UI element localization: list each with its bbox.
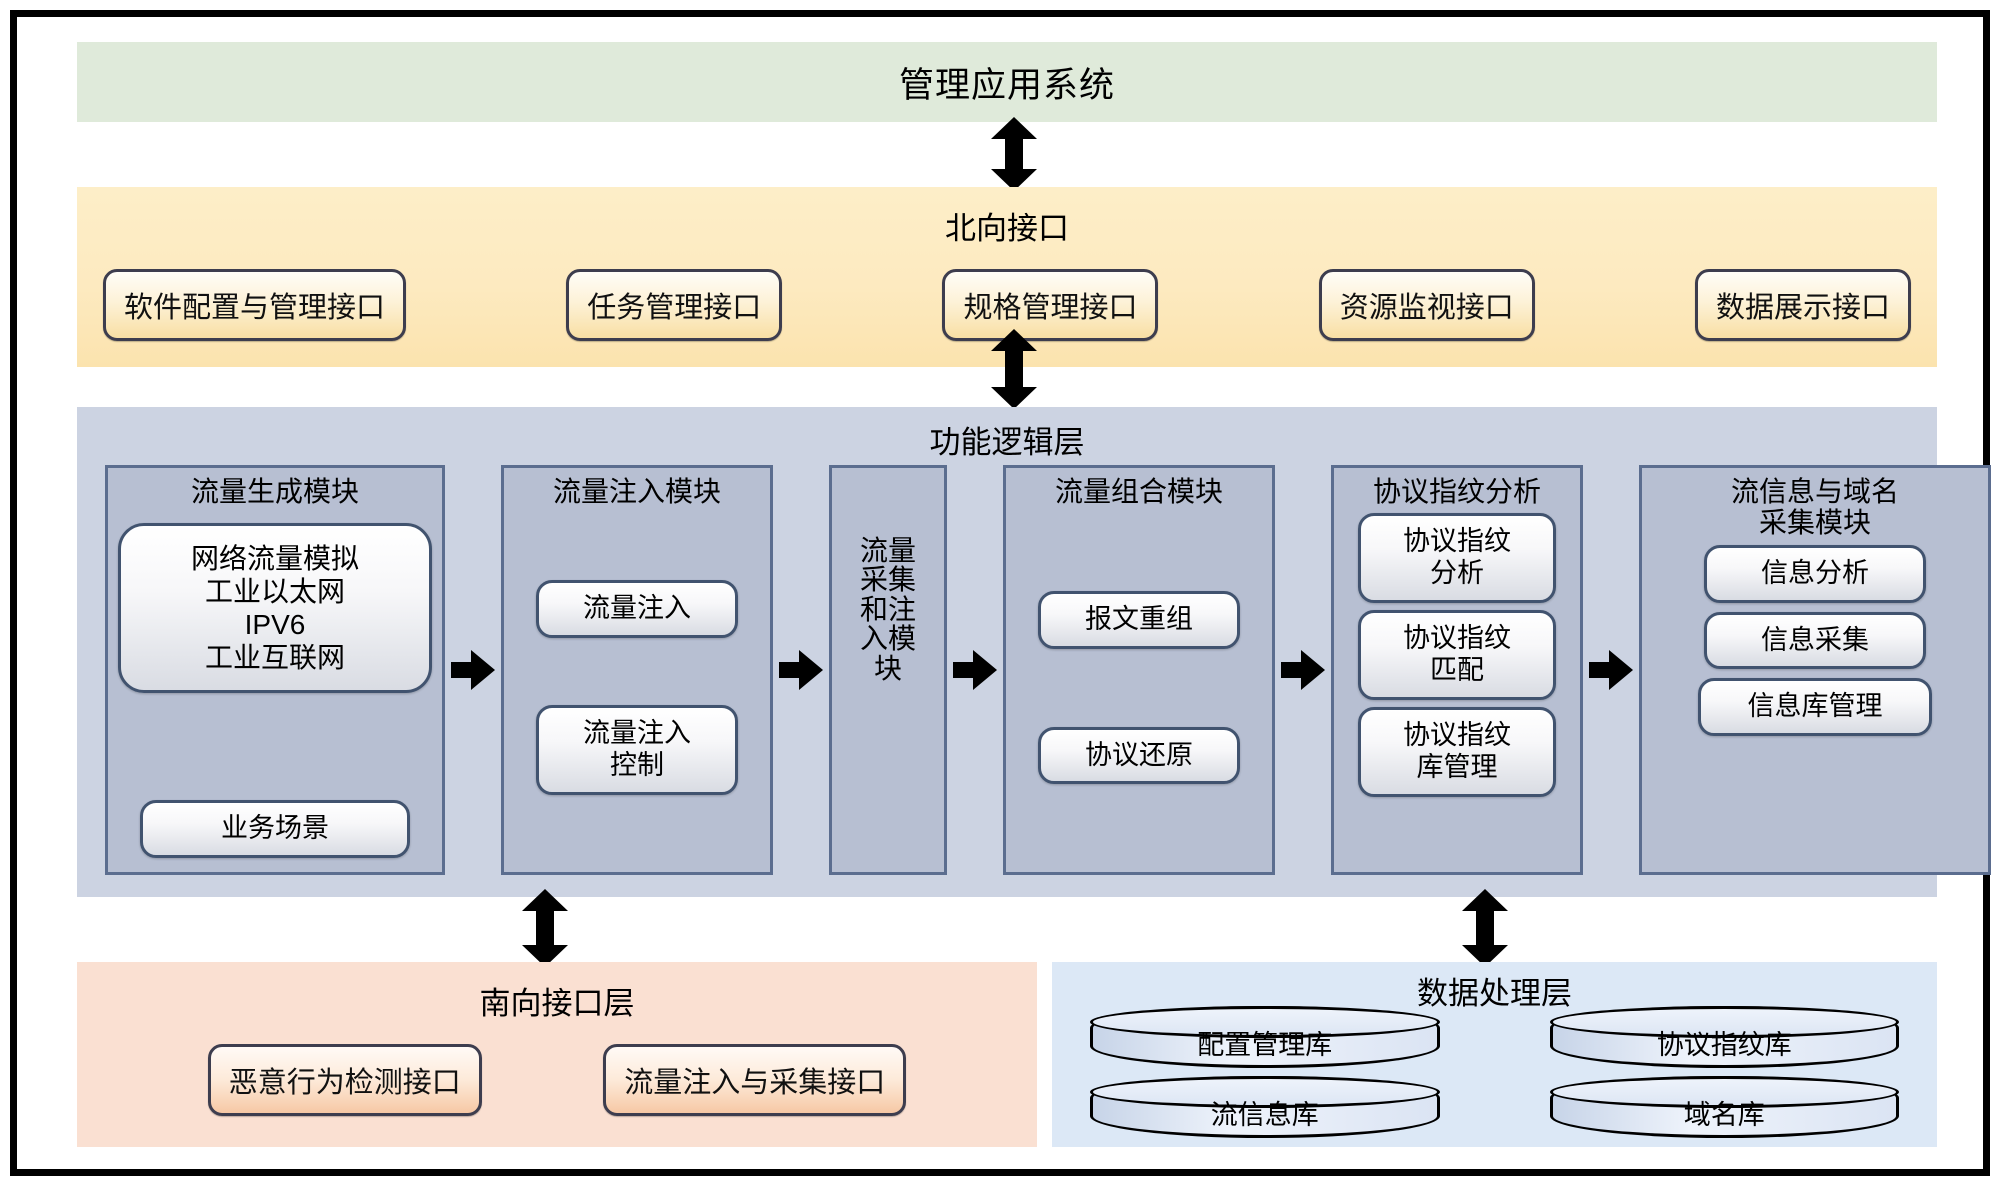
arrow-right-icon [1589, 650, 1633, 690]
module-item-information-collection[interactable]: 信息采集 [1704, 611, 1926, 670]
arrow-right-icon [779, 650, 823, 690]
management-application-title: 管理应用系统 [898, 65, 1115, 105]
management-application-band: 管理应用系统 [77, 42, 1937, 122]
data-processing-title: 数据处理层 [1417, 976, 1572, 1011]
module-title: 流量生成模块 [190, 476, 359, 507]
arrow-head-up-icon [991, 329, 1037, 351]
arrow-logic-southbound [522, 889, 568, 967]
southbound-interface-band: 南向接口层 恶意行为检测接口 流量注入与采集接口 [77, 962, 1037, 1147]
northbound-interface-software-config[interactable]: 软件配置与管理接口 [103, 269, 407, 341]
module-title: 流量 采集 和注 入模 块 [859, 535, 916, 684]
database-label: 配置管理库 [1197, 1029, 1333, 1060]
arrow-head-down-icon [991, 387, 1037, 409]
northbound-title: 北向接口 [945, 211, 1069, 246]
southbound-interface-list: 恶意行为检测接口 流量注入与采集接口 [147, 1044, 967, 1116]
arrow-head-down-icon [991, 169, 1037, 191]
database-label: 域名库 [1683, 1099, 1765, 1130]
module-title: 流量组合模块 [1054, 476, 1223, 507]
database-list: 配置管理库 协议指纹库 流信息库 域名库 [1090, 1006, 1899, 1138]
northbound-interface-resource-monitor[interactable]: 资源监视接口 [1318, 269, 1535, 341]
module-protocol-fingerprint-analysis[interactable]: 协议指纹分析 协议指纹 分析 协议指纹 匹配 协议指纹 库管理 [1331, 465, 1583, 875]
arrow-head-up-icon [522, 889, 568, 911]
arrow-shaft [1005, 347, 1023, 391]
arrow-head-up-icon [991, 117, 1037, 139]
southbound-interface-malicious-behavior-detection[interactable]: 恶意行为检测接口 [207, 1044, 482, 1116]
module-title: 流量注入模块 [552, 476, 721, 507]
arrow-shaft [1005, 135, 1023, 173]
database-config-management[interactable]: 配置管理库 [1090, 1006, 1440, 1068]
functional-logic-modules: 流量生成模块 网络流量模拟 工业以太网 IPV6 工业互联网 业务场景 流量注入… [105, 465, 1991, 875]
module-title: 协议指纹分析 [1372, 476, 1541, 507]
database-domain-name[interactable]: 域名库 [1549, 1076, 1899, 1138]
module-item-fingerprint-library-management[interactable]: 协议指纹 库管理 [1357, 706, 1557, 797]
arrow-shaft [1476, 907, 1494, 949]
module-item-fingerprint-matching[interactable]: 协议指纹 匹配 [1357, 610, 1557, 700]
data-processing-band: 数据处理层 配置管理库 协议指纹库 流信息库 域名库 [1052, 962, 1937, 1147]
diagram-frame: 管理应用系统 北向接口 软件配置与管理接口 任务管理接口 规格管理接口 资源监视… [10, 10, 1991, 1176]
module-traffic-generation[interactable]: 流量生成模块 网络流量模拟 工业以太网 IPV6 工业互联网 业务场景 [105, 465, 445, 875]
module-item-network-traffic-simulation[interactable]: 网络流量模拟 工业以太网 IPV6 工业互联网 [118, 523, 432, 694]
northbound-interface-data-display[interactable]: 数据展示接口 [1694, 269, 1911, 341]
module-item-information-library-management[interactable]: 信息库管理 [1697, 678, 1933, 737]
arrow-head-down-icon [1462, 945, 1508, 967]
arrow-head-up-icon [1462, 889, 1508, 911]
northbound-interface-list: 软件配置与管理接口 任务管理接口 规格管理接口 资源监视接口 数据展示接口 [103, 269, 1911, 341]
module-title: 流信息与域名 采集模块 [1730, 476, 1899, 539]
module-item-traffic-injection[interactable]: 流量注入 [536, 580, 738, 639]
module-item-protocol-restoration[interactable]: 协议还原 [1038, 726, 1240, 785]
module-item-fingerprint-analysis[interactable]: 协议指纹 分析 [1357, 513, 1557, 604]
module-traffic-composition[interactable]: 流量组合模块 报文重组 协议还原 [1003, 465, 1275, 875]
northbound-interface-task-management[interactable]: 任务管理接口 [566, 269, 783, 341]
database-label: 协议指纹库 [1656, 1029, 1792, 1060]
database-protocol-fingerprint[interactable]: 协议指纹库 [1549, 1006, 1899, 1068]
functional-logic-title: 功能逻辑层 [929, 425, 1085, 460]
arrow-right-icon [1281, 650, 1325, 690]
arrow-logic-data-processing [1462, 889, 1508, 967]
module-item-traffic-injection-control[interactable]: 流量注入 控制 [536, 705, 738, 795]
southbound-interface-traffic-injection-collection[interactable]: 流量注入与采集接口 [603, 1044, 907, 1116]
arrow-shaft [536, 907, 554, 949]
arrow-northbound-logic [991, 329, 1037, 409]
arrow-right-icon [451, 650, 495, 690]
module-item-packet-reassembly[interactable]: 报文重组 [1038, 591, 1240, 649]
module-traffic-injection[interactable]: 流量注入模块 流量注入 流量注入 控制 [501, 465, 773, 875]
module-item-information-analysis[interactable]: 信息分析 [1704, 544, 1926, 603]
arrow-right-icon [953, 650, 997, 690]
database-flow-information[interactable]: 流信息库 [1090, 1076, 1440, 1138]
module-traffic-collection-injection[interactable]: 流量 采集 和注 入模 块 [829, 465, 947, 875]
southbound-title: 南向接口层 [479, 986, 635, 1021]
database-label: 流信息库 [1210, 1099, 1319, 1130]
module-flow-info-domain-collection[interactable]: 流信息与域名 采集模块 信息分析 信息采集 信息库管理 [1639, 465, 1991, 875]
northbound-interface-spec-management[interactable]: 规格管理接口 [942, 269, 1159, 341]
arrow-head-down-icon [522, 945, 568, 967]
module-item-business-scenario[interactable]: 业务场景 [139, 800, 411, 858]
arrow-management-northbound [991, 117, 1037, 191]
functional-logic-band: 功能逻辑层 流量生成模块 网络流量模拟 工业以太网 IPV6 工业互联网 业务场… [77, 407, 1991, 897]
